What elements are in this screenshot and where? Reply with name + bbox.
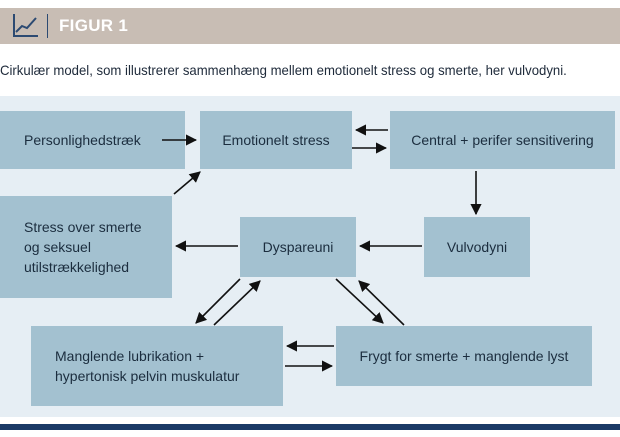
figure-title: FIGUR 1: [59, 16, 129, 35]
node-manglende-lubrikation: Manglende lubrikation + hypertonisk pelv…: [31, 326, 283, 406]
node-label: Vulvodyni: [446, 239, 508, 255]
arrow-lubrikation-to-dyspareuni: [213, 280, 261, 326]
node-label: Emotionelt stress: [222, 132, 330, 148]
node-label-line: Manglende lubrikation +: [55, 348, 205, 364]
node-label-line: hypertonisk pelvin muskulatur: [55, 368, 240, 384]
node-label-line: utilstrækkelighed: [24, 259, 130, 275]
arrow-dyspareuni-to-lubrikation: [195, 278, 241, 324]
node-personlighedstraek: Personlighedstræk: [0, 111, 185, 169]
figure-header: FIGUR 1: [0, 8, 620, 44]
node-dyspareuni: Dyspareuni: [240, 217, 356, 277]
node-stress-over-smerte: Stress over smerte og seksuel utilstrækk…: [0, 196, 172, 298]
arrow-dyspareuni-to-frygt: [335, 278, 384, 324]
node-emotionelt-stress: Emotionelt stress: [200, 111, 352, 169]
node-label: Frygt for smerte + manglende lyst: [359, 348, 569, 364]
node-label: Central + perifer sensitivering: [411, 132, 594, 148]
node-label: Personlighedstræk: [24, 132, 141, 148]
header-divider: [47, 14, 48, 38]
node-label-line: og seksuel: [24, 239, 91, 255]
node-central-perifer: Central + perifer sensitivering: [390, 111, 615, 169]
node-frygt: Frygt for smerte + manglende lyst: [336, 326, 592, 386]
node-label-line: Stress over smerte: [24, 219, 142, 235]
bottom-rule: [0, 424, 620, 430]
node-vulvodyni: Vulvodyni: [424, 217, 530, 277]
node-label: Dyspareuni: [262, 239, 334, 255]
arrow-stress-over-smerte-to-stress: [173, 171, 201, 195]
figure-caption: Cirkulær model, som illustrerer sammenhæ…: [0, 62, 567, 78]
line-chart-icon: [13, 14, 38, 37]
arrow-frygt-to-dyspareuni: [358, 280, 405, 326]
